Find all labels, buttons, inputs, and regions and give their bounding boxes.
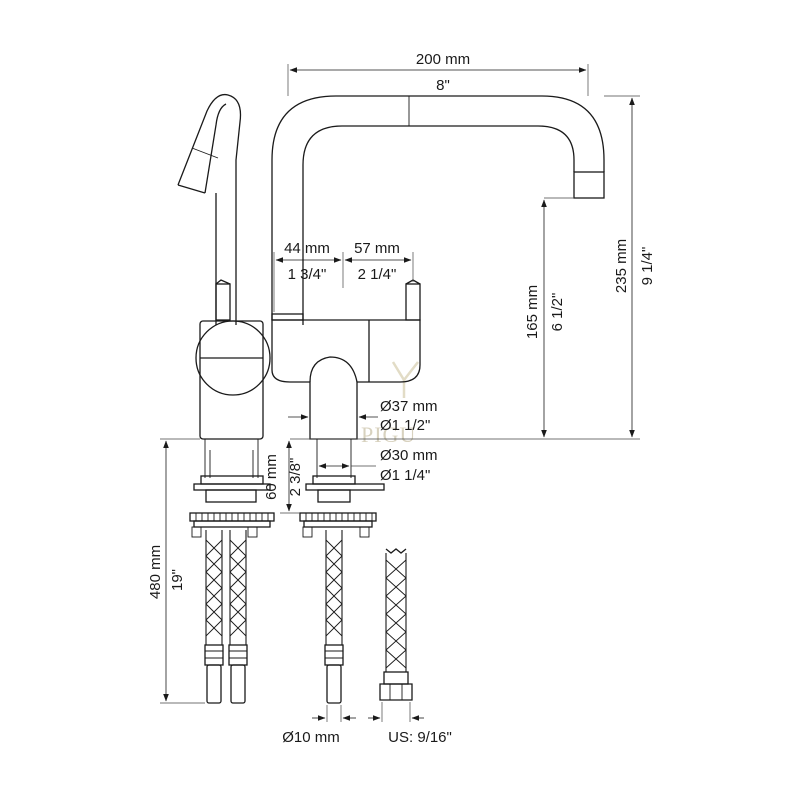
front-view: 200 mm 8" 44 mm 1 3/4" 57 mm 2 1/4" 165 … (263, 51, 656, 746)
shank-length-mm: 60 mm (263, 454, 280, 500)
spout-height-dimension: 165 mm 6 1/2" (524, 199, 566, 438)
total-height-mm: 235 mm (613, 239, 630, 293)
side-hoses (204, 530, 248, 704)
shank-diameter-in: Ø1 1/4" (380, 467, 430, 484)
shank-length-dimension: 60 mm 2 3/8" (263, 440, 304, 514)
pipe-diameter: Ø10 mm (282, 729, 340, 746)
base-diameter-mm: Ø37 mm (380, 398, 438, 415)
watermark-text: PIGU (361, 422, 416, 447)
thread-size-dimension: US: 9/16" (368, 702, 452, 746)
thread-size: US: 9/16" (388, 729, 452, 746)
shank-length-in: 2 3/8" (287, 458, 304, 497)
side-mounting (189, 439, 275, 538)
pipe-diameter-dimension: Ø10 mm (282, 705, 356, 746)
side-body (195, 279, 271, 440)
spout-width-in: 8" (436, 77, 450, 94)
flexible-connector (379, 548, 413, 701)
offset-dimension: 44 mm 1 3/4" 57 mm 2 1/4" (273, 240, 414, 312)
spout-width-dimension: 200 mm 8" (287, 51, 589, 96)
hose-length-dimension: 480 mm 19" (147, 440, 205, 704)
front-hose (324, 530, 344, 704)
spout-height-mm: 165 mm (524, 285, 541, 339)
hose-length-mm: 480 mm (147, 545, 164, 599)
front-mounting (290, 438, 640, 538)
offset-right-mm: 57 mm (354, 240, 400, 257)
total-height-in: 9 1/4" (639, 247, 656, 286)
offset-right-in: 2 1/4" (358, 266, 397, 283)
watermark-logo: PIGU (361, 361, 419, 447)
base-diameter-dimension: Ø37 mm Ø1 1/2" (288, 398, 438, 434)
spout-height-in: 6 1/2" (549, 293, 566, 332)
front-body (271, 279, 421, 440)
front-spout (271, 95, 605, 325)
shank-diameter-dimension: Ø30 mm Ø1 1/4" (318, 447, 438, 484)
side-view: 480 mm 19" (147, 93, 275, 704)
offset-left-mm: 44 mm (284, 240, 330, 257)
total-height-dimension: 235 mm 9 1/4" (604, 95, 656, 438)
hose-length-in: 19" (169, 569, 186, 591)
shank-diameter-mm: Ø30 mm (380, 447, 438, 464)
spout-width-mm: 200 mm (416, 51, 470, 68)
base-diameter-in: Ø1 1/2" (380, 417, 430, 434)
offset-left-in: 1 3/4" (288, 266, 327, 283)
side-spout (177, 93, 242, 325)
